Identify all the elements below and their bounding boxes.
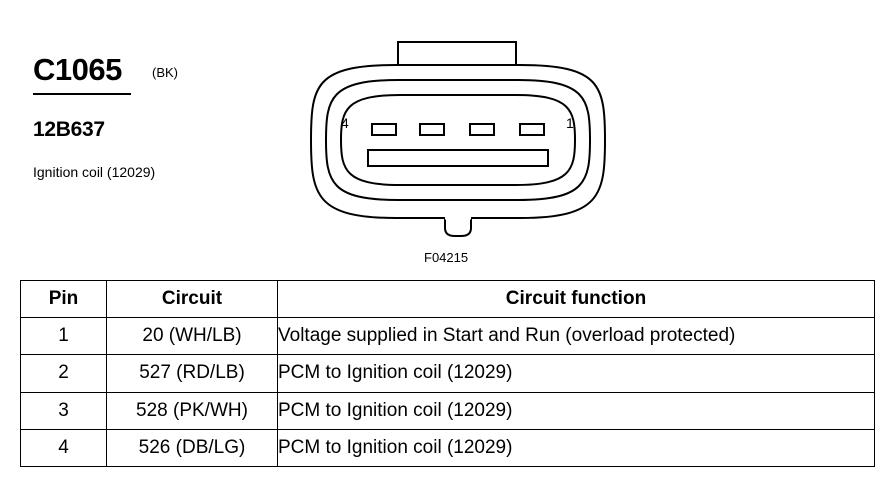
header-pin: Pin <box>20 280 107 318</box>
connector-description: Ignition coil (12029) <box>33 164 156 180</box>
pin-label-right: 1 <box>566 115 574 131</box>
function-cell: Voltage supplied in Start and Run (overl… <box>277 316 875 356</box>
pin-cell: 4 <box>20 428 107 468</box>
pin-socket-1 <box>519 123 545 136</box>
part-number: 12B637 <box>33 118 105 141</box>
function-cell: PCM to Ignition coil (12029) <box>277 391 875 430</box>
table-header-row: Pin Circuit Circuit function <box>20 280 875 318</box>
pin-cell: 3 <box>20 391 107 430</box>
connector-id: C1065 <box>33 52 122 87</box>
pin-socket-3 <box>419 123 445 136</box>
table-row: 2 527 (RD/LB) PCM to Ignition coil (1202… <box>20 354 875 393</box>
color-code: (BK) <box>152 65 178 80</box>
circuit-cell: 527 (RD/LB) <box>106 354 278 393</box>
connector-outer-shell <box>310 64 607 219</box>
circuit-cell: 528 (PK/WH) <box>106 391 278 430</box>
header-circuit-function: Circuit function <box>277 280 875 318</box>
figure-label: F04215 <box>424 250 469 265</box>
pin-cell: 2 <box>20 354 107 393</box>
connector-inner-body <box>339 94 577 186</box>
pin-socket-2 <box>469 123 495 136</box>
pin-table: Pin Circuit Circuit function 1 20 (WH/LB… <box>20 280 875 468</box>
table-row: 1 20 (WH/LB) Voltage supplied in Start a… <box>20 316 875 356</box>
pin-socket-4 <box>371 123 397 136</box>
title-underline <box>33 93 131 95</box>
function-cell: PCM to Ignition coil (12029) <box>277 428 875 468</box>
circuit-cell: 526 (DB/LG) <box>106 428 278 468</box>
pin-cell: 1 <box>20 316 107 356</box>
connector-mid-shell <box>324 79 592 201</box>
table-row: 3 528 (PK/WH) PCM to Ignition coil (1202… <box>20 391 875 430</box>
header-circuit: Circuit <box>106 280 278 318</box>
function-cell: PCM to Ignition coil (12029) <box>277 354 875 393</box>
table-row: 4 526 (DB/LG) PCM to Ignition coil (1202… <box>20 428 875 468</box>
connector-face-diagram: 4 1 <box>310 41 607 237</box>
pin-label-left: 4 <box>341 115 349 131</box>
circuit-cell: 20 (WH/LB) <box>106 316 278 356</box>
bottom-key <box>444 218 472 237</box>
connector-key-slot <box>367 149 549 167</box>
